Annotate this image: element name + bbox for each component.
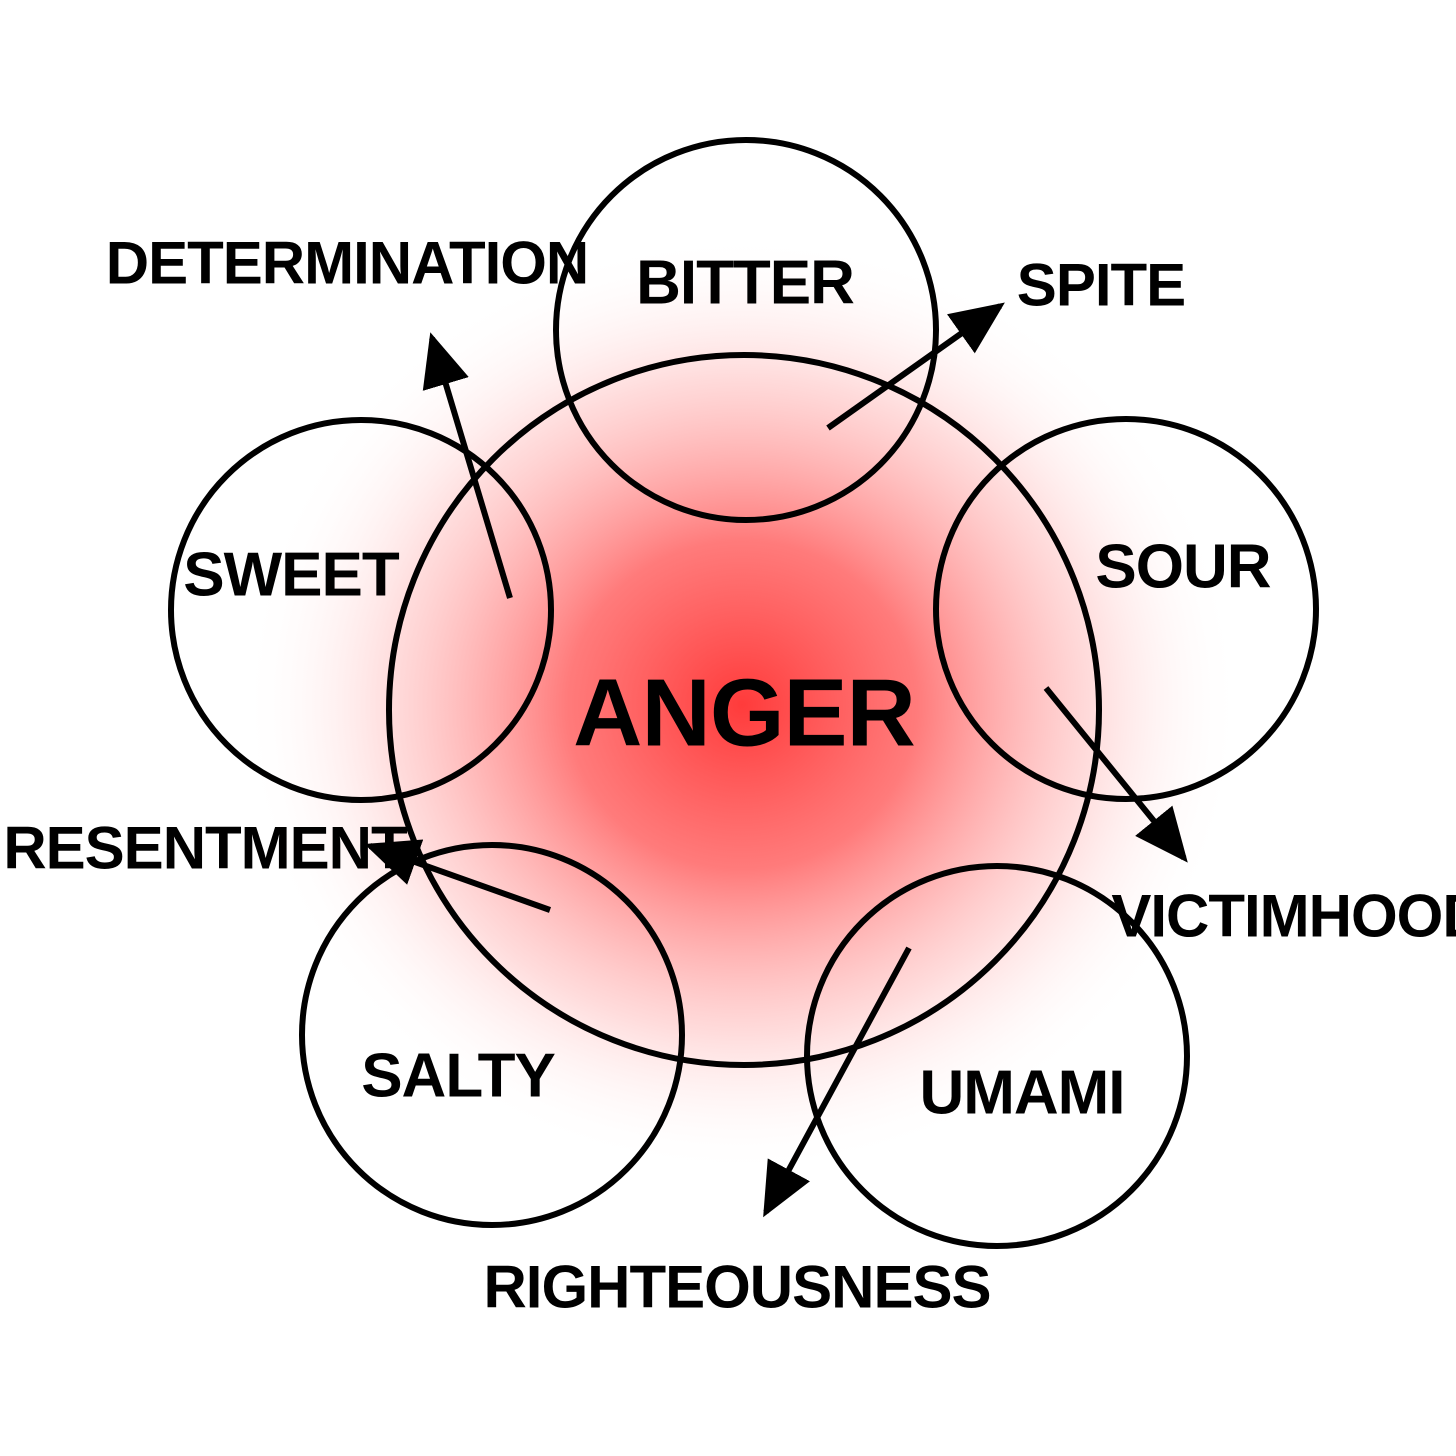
center-label: ANGER bbox=[573, 660, 915, 767]
taste-label-salty: SALTY bbox=[361, 1042, 555, 1111]
arrow-umami-to-righteousness bbox=[763, 946, 912, 1218]
sweet-circle bbox=[168, 417, 554, 803]
umami-circle bbox=[804, 863, 1190, 1249]
outcome-label-righteousness: RIGHTEOUSNESS bbox=[483, 1254, 990, 1321]
taste-label-sour: SOUR bbox=[1095, 533, 1270, 602]
salty-circle bbox=[299, 842, 685, 1228]
taste-label-bitter: BITTER bbox=[636, 249, 854, 318]
taste-label-umami: UMAMI bbox=[919, 1059, 1124, 1128]
outcome-label-resentment: RESENTMENT bbox=[3, 815, 407, 882]
bitter-circle bbox=[553, 137, 939, 523]
arrow-bitter-to-spite bbox=[826, 302, 1005, 431]
outcome-label-victimhood: VICTIMHOOD bbox=[1111, 883, 1456, 950]
outcome-label-spite: SPITE bbox=[1017, 252, 1185, 319]
arrow-sweet-to-determination bbox=[422, 332, 513, 599]
arrow-salty-to-resentment bbox=[364, 839, 552, 913]
anger-circle bbox=[386, 352, 1102, 1068]
taste-label-sweet: SWEET bbox=[183, 541, 400, 610]
arrow-sour-to-victimhood bbox=[1043, 686, 1188, 863]
sour-circle bbox=[933, 416, 1319, 802]
outcome-label-determination: DETERMINATION bbox=[106, 230, 589, 297]
